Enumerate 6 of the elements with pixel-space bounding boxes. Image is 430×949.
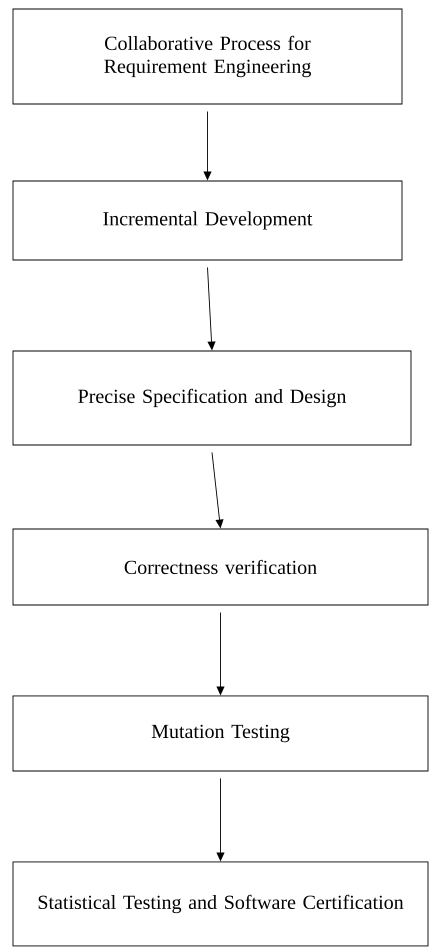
process-box: Precise Specification and Design — [12, 350, 412, 446]
process-box: Correctness verification — [12, 528, 428, 606]
process-box: Statistical Testing and Software Certification — [12, 862, 428, 946]
process-box: Incremental Development — [12, 180, 402, 260]
process-box: Collaborative Process for Requirement Engineering — [12, 8, 402, 104]
process-box: Mutation Testing — [12, 696, 428, 772]
